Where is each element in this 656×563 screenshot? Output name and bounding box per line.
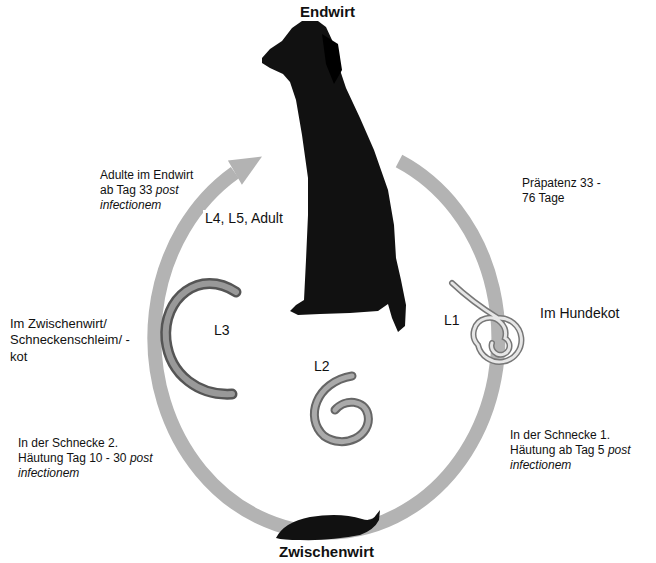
larva-stage-label: L3 bbox=[214, 322, 230, 338]
stage-note: In der Schnecke 2. Häutung Tag 10 - 30 bbox=[18, 436, 127, 465]
location-note: Im Zwischenwirt/ Schneckenschleim/ -kot bbox=[10, 316, 130, 364]
slug-silhouette bbox=[276, 510, 380, 540]
dog-silhouette bbox=[262, 21, 406, 332]
larva-l3-inner bbox=[166, 283, 236, 394]
stage-note: Adulte im Endwirt ab Tag 33 bbox=[100, 168, 193, 197]
host-title: Zwischenwirt bbox=[279, 543, 374, 560]
text-group: Im Zwischenwirt/ Schneckenschleim/ -kot bbox=[10, 316, 136, 365]
stage-note: In der Schnecke 1. Häutung ab Tag 5 bbox=[510, 428, 610, 457]
larva-l3 bbox=[166, 283, 236, 394]
text-group: Zwischenwirt bbox=[279, 543, 374, 562]
text-group: Im Hundekot bbox=[540, 305, 619, 323]
larva-l2-inner bbox=[314, 376, 368, 442]
larva-stage-label: L1 bbox=[444, 312, 460, 328]
cycle-arrowhead bbox=[228, 157, 262, 185]
text-group: L2 bbox=[314, 358, 330, 376]
text-group: L4, L5, Adult bbox=[203, 210, 285, 228]
text-group: L1 bbox=[444, 312, 460, 330]
larva-l1 bbox=[452, 283, 521, 362]
text-group: Adulte im Endwirt ab Tag 33post infectio… bbox=[100, 168, 208, 213]
location-note: Im Hundekot bbox=[540, 305, 619, 321]
larva-l1-inner bbox=[452, 283, 521, 362]
text-group: Endwirt bbox=[300, 3, 355, 22]
larva-stage-label: L2 bbox=[314, 358, 330, 374]
text-group: In der Schnecke 1. Häutung ab Tag 5post … bbox=[510, 428, 645, 473]
text-group: L3 bbox=[214, 322, 230, 340]
text-group: Präpatenz 33 - 76 Tage bbox=[522, 176, 614, 206]
larva-l2 bbox=[314, 376, 368, 442]
dog-ear bbox=[322, 34, 342, 84]
larva-stage-label: L4, L5, Adult bbox=[205, 210, 283, 226]
text-group: In der Schnecke 2. Häutung Tag 10 - 30po… bbox=[18, 436, 163, 481]
host-title: Endwirt bbox=[300, 3, 355, 20]
stage-note: Präpatenz 33 - 76 Tage bbox=[522, 176, 601, 205]
